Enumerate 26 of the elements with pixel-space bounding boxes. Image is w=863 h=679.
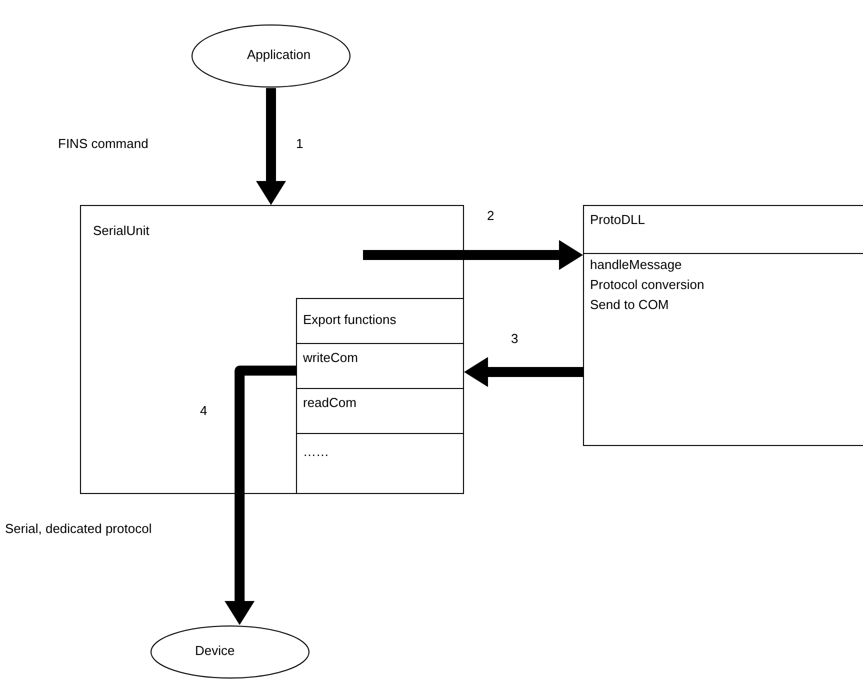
arrow bbox=[464, 357, 583, 387]
arrow bbox=[224, 366, 296, 625]
edge-label: 2 bbox=[487, 208, 494, 223]
ellipse-node bbox=[150, 625, 310, 679]
node-text: handleMessage bbox=[590, 257, 682, 272]
node-text: Send to COM bbox=[590, 297, 669, 312]
component-box bbox=[80, 205, 464, 494]
node-title: ProtoDLL bbox=[590, 212, 645, 227]
node-title: Application bbox=[247, 47, 311, 62]
node-title: Export functions bbox=[303, 312, 396, 327]
node-title: writeCom bbox=[303, 350, 358, 365]
component-box bbox=[583, 205, 863, 446]
arrow bbox=[256, 88, 286, 205]
note-text: FINS command bbox=[58, 136, 148, 151]
node-title: SerialUnit bbox=[93, 223, 150, 238]
edge-label: 1 bbox=[296, 136, 304, 151]
edge-label: 4 bbox=[200, 403, 208, 418]
arrow bbox=[363, 240, 583, 270]
node-title: …… bbox=[303, 444, 329, 459]
ellipse-node bbox=[191, 24, 351, 88]
node-title: readCom bbox=[303, 395, 356, 410]
function-row bbox=[296, 298, 464, 344]
note-text: Serial, dedicated protocol bbox=[5, 521, 152, 536]
node-title: Device bbox=[195, 643, 235, 658]
edge-label: 3 bbox=[511, 331, 518, 346]
node-text: Protocol conversion bbox=[590, 277, 704, 292]
